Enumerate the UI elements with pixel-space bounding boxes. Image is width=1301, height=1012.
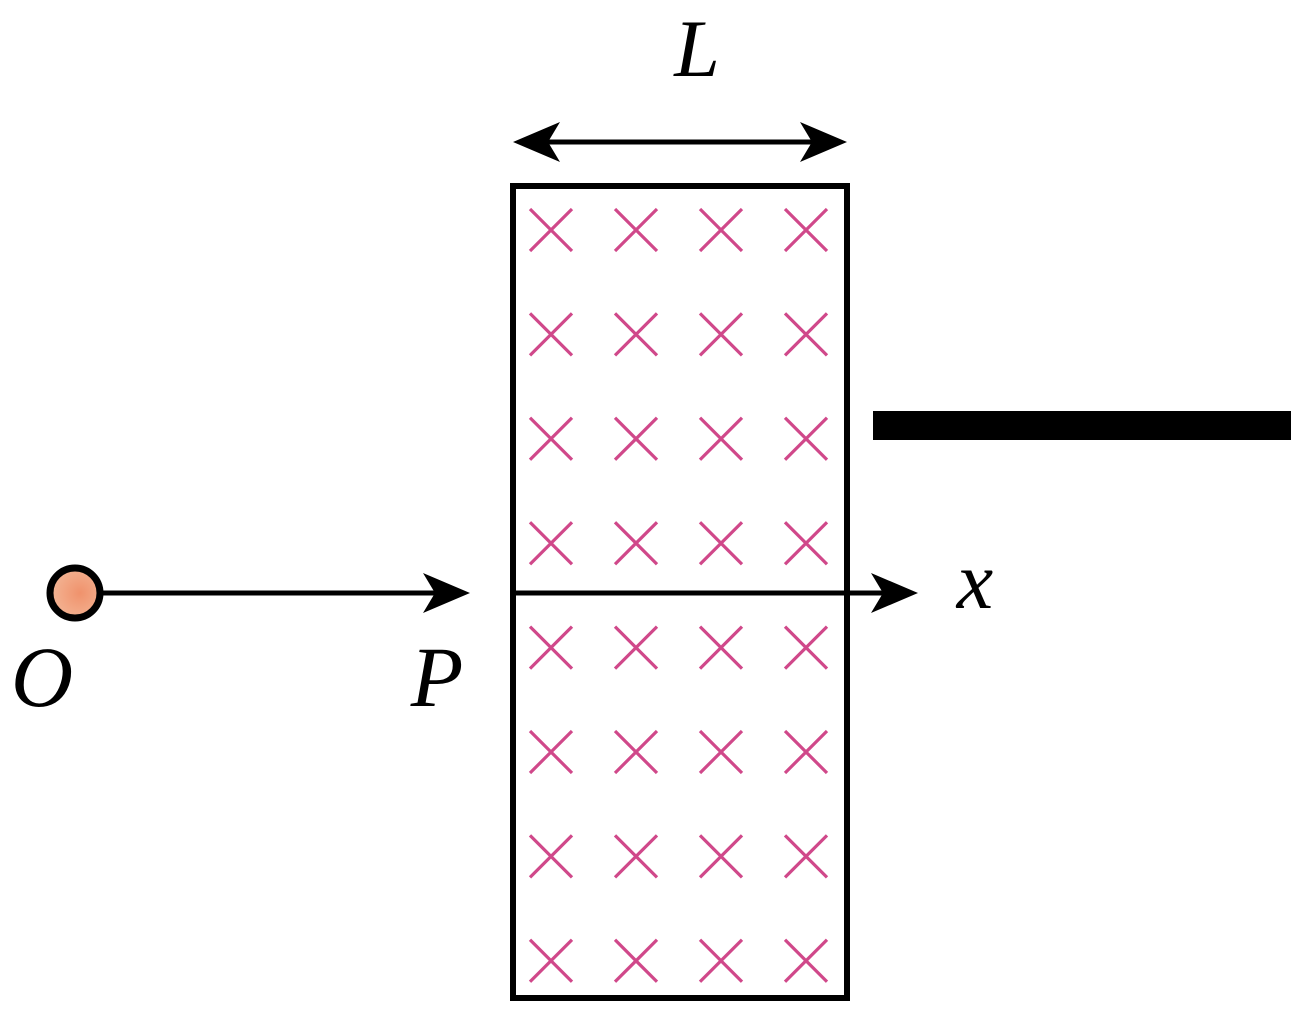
field-cross-icon bbox=[613, 207, 659, 253]
charged-particle bbox=[46, 564, 104, 622]
field-cross-icon bbox=[613, 625, 659, 670]
field-cross-icon bbox=[783, 938, 829, 983]
velocity-arrow bbox=[100, 573, 470, 613]
field-cross-icon bbox=[613, 312, 659, 357]
field-cross-icon bbox=[783, 312, 829, 357]
field-cross-icon bbox=[613, 834, 659, 879]
field-cross-icon bbox=[783, 416, 829, 461]
barrier-plate bbox=[873, 411, 1291, 440]
field-cross-icon bbox=[783, 207, 829, 253]
field-cross-icon bbox=[698, 207, 744, 253]
field-cross-icon bbox=[613, 521, 659, 566]
field-cross-icon bbox=[698, 625, 744, 670]
entry-point-label: P bbox=[410, 629, 464, 725]
field-cross-icon bbox=[698, 521, 744, 566]
field-cross-icon bbox=[783, 834, 829, 879]
field-cross-icon bbox=[698, 416, 744, 461]
field-cross-icon bbox=[698, 312, 744, 357]
field-cross-icon bbox=[528, 207, 574, 253]
width-label: L bbox=[673, 3, 720, 94]
width-dimension-arrow bbox=[513, 122, 847, 162]
field-cross-icon bbox=[613, 729, 659, 775]
field-cross-icon bbox=[528, 834, 574, 879]
field-cross-icon bbox=[698, 938, 744, 983]
field-cross-icon bbox=[783, 729, 829, 775]
x-axis-label: x bbox=[956, 535, 993, 626]
x-axis-arrow bbox=[513, 573, 918, 613]
field-crosses bbox=[528, 207, 829, 983]
field-cross-icon bbox=[783, 625, 829, 670]
field-cross-icon bbox=[528, 729, 574, 775]
field-cross-icon bbox=[528, 625, 574, 670]
field-cross-icon bbox=[528, 416, 574, 461]
field-cross-icon bbox=[698, 729, 744, 775]
field-cross-icon bbox=[528, 938, 574, 983]
field-cross-icon bbox=[613, 416, 659, 461]
origin-label: O bbox=[11, 629, 73, 725]
field-cross-icon bbox=[698, 834, 744, 879]
field-cross-icon bbox=[613, 938, 659, 983]
field-cross-icon bbox=[528, 312, 574, 357]
field-cross-icon bbox=[528, 521, 574, 566]
field-cross-icon bbox=[783, 521, 829, 566]
